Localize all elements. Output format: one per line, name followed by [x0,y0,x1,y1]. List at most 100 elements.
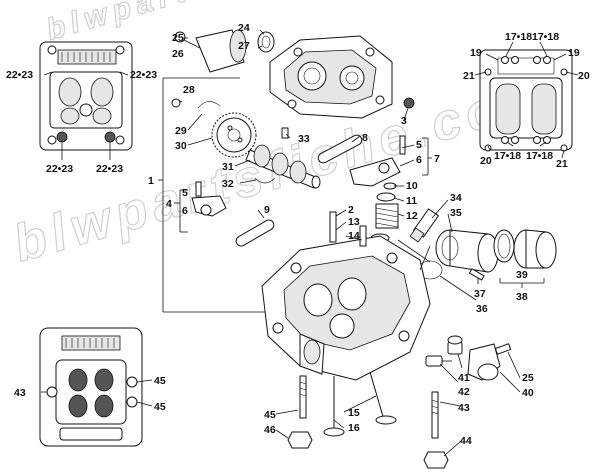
callout-label: 6 [182,205,188,217]
stud-43 [431,391,439,439]
leader-lines [41,379,153,407]
callout-label: 44 [460,435,472,447]
callout-label: 25 [522,372,534,384]
valve-15 [369,371,397,425]
bearing-3 [403,97,415,109]
rocker-arm-right [349,135,406,187]
callout-label: 37 [474,288,486,300]
cylinder-head-top-view-right [479,49,573,152]
callout-label: 17•18 [526,150,553,162]
callout-label: 17•18 [494,150,521,162]
callout-label: 25 [172,32,184,44]
temp-sensor [447,335,463,355]
nut-46 [287,431,313,449]
callout-label: 17•18 [505,31,532,43]
callout-label: 30 [175,140,187,152]
callout-label: 13 [348,216,360,228]
callout-label: 22•23 [6,69,33,81]
assembly-bracket-1 [158,77,278,313]
callout-label: 33 [298,133,310,145]
callout-label: 27 [238,40,250,52]
callout-label: 5 [416,139,422,151]
callout-label: 29 [175,125,187,137]
callout-label: 22•23 [96,163,123,175]
callout-label: 7 [434,153,440,165]
callout-label: 4 [166,198,172,210]
callout-label: 45 [154,375,166,387]
callout-label: 20 [480,155,492,167]
callout-label: 9 [264,204,270,216]
cam-seal [257,31,275,53]
callout-label: 17•18 [532,31,559,43]
callout-label: 2 [348,204,354,216]
cam-clip-29 [197,101,221,109]
cam-bolt-28 [171,98,181,108]
callout-label: 45 [264,409,276,421]
callout-label: 45 [154,401,166,413]
callout-label: 8 [362,132,368,144]
bracket-lines [499,278,545,288]
cam-housing [269,35,393,119]
callout-label: 32 [222,178,234,190]
callout-label: 19 [470,47,482,59]
callout-label: 34 [450,192,462,204]
nut-44 [423,451,449,469]
callout-label: 22•23 [130,69,157,81]
callout-label: 20 [578,70,590,82]
callout-labels: 25 26 24 27 28 29 30 33 31 32 1 5 4 6 9 … [6,22,590,447]
cylinder-head-bottom-view [39,327,143,447]
rocker-arm-left [191,181,227,217]
thermostat-housing [467,343,512,381]
callout-label: 24 [238,22,250,34]
callout-label: 38 [516,291,528,303]
leader-lines [43,71,129,160]
callout-label: 3 [401,115,407,127]
leader-lines [474,41,579,159]
camshaft [245,144,321,189]
callout-label: 46 [264,424,276,436]
callout-label: 15 [348,407,360,419]
spark-plug [409,208,440,243]
cylinder-head-top-view-left [39,41,133,151]
valve-16 [323,376,345,437]
callout-label: 43 [14,387,26,399]
callout-label: 36 [476,303,488,315]
dowel-33 [281,127,289,139]
rocker-shaft-9 [235,219,275,247]
cylinder-head [261,211,431,381]
leader-lines [177,29,521,457]
callout-label: 21 [463,70,475,82]
callout-label: 42 [458,386,470,398]
rocker-shaft-8 [317,134,363,164]
callout-label: 26 [172,48,184,60]
callout-label: 19 [568,47,580,59]
intake-adapter [513,229,557,269]
bracket-lines [174,137,432,233]
callout-label: 28 [183,84,195,96]
callout-label: 21 [556,158,568,170]
callout-label: 10 [406,180,418,192]
callout-label: 12 [406,210,418,222]
sensor-42 [425,355,452,367]
callout-label: 14 [348,230,360,242]
callout-label: 11 [406,195,417,207]
callout-label: 16 [348,422,360,434]
intake-clamp [493,229,515,263]
callout-label: 1 [148,175,154,187]
callout-label: 22•23 [46,163,73,175]
callout-label: 6 [416,154,422,166]
callout-label: 31 [222,161,234,173]
cam-sprocket [211,112,257,158]
callout-label: 41 [458,372,470,384]
callout-label: 39 [516,269,528,281]
stud-45 [299,375,307,419]
cam-chain-tensioner [174,29,247,73]
callout-label: 5 [182,187,188,199]
callout-label: 40 [522,387,534,399]
intake-boot [435,229,499,273]
callout-label: 43 [458,402,470,414]
clip-32 [254,177,276,184]
screw-37 [468,268,485,281]
callout-label: 35 [450,207,462,219]
